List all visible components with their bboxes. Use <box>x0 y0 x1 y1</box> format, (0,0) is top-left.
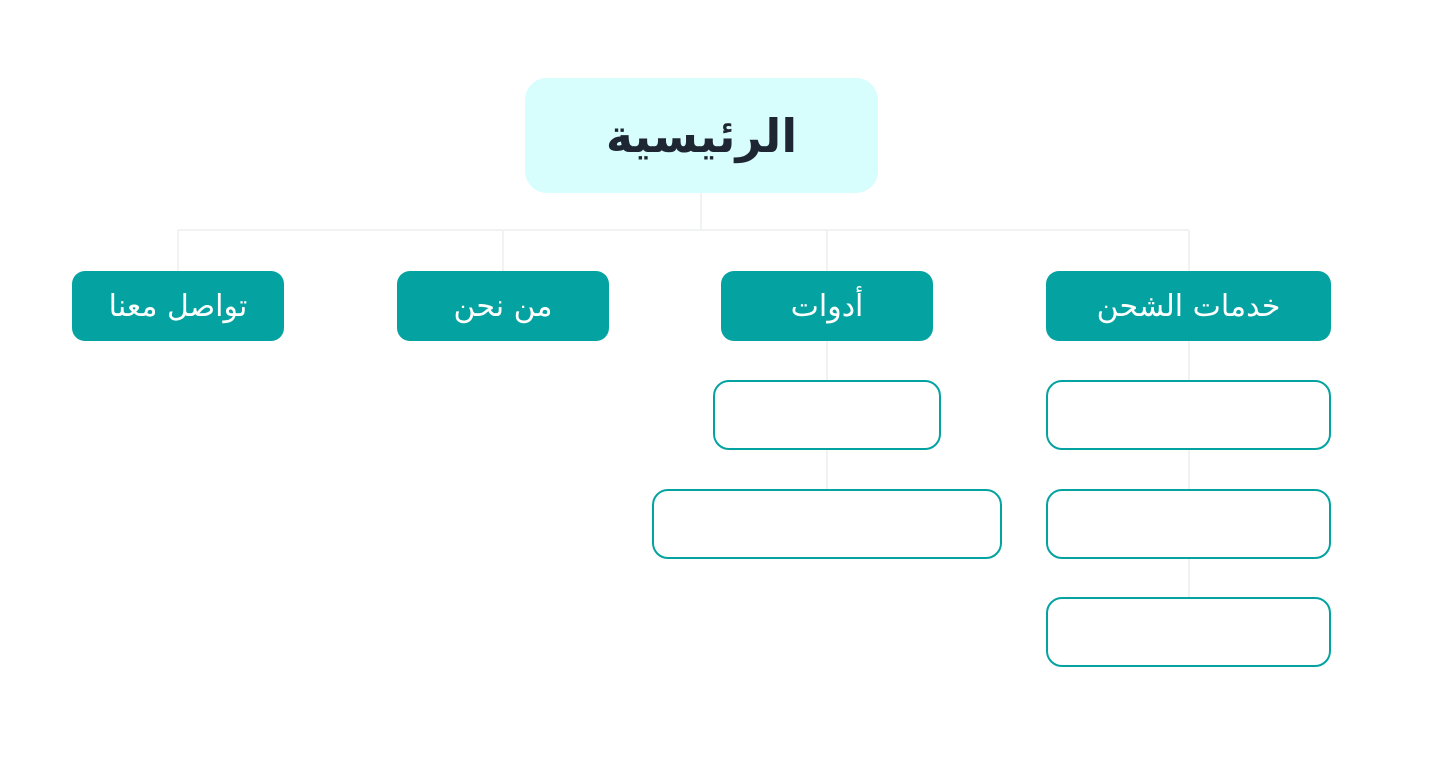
nav-node-about-us-label: من نحن <box>453 288 553 324</box>
sub-node-shipping-2[interactable] <box>1046 489 1331 559</box>
nav-node-tools[interactable]: أدوات <box>721 271 933 341</box>
sub-node-tools-2[interactable] <box>652 489 1002 559</box>
nav-node-shipping-services[interactable]: خدمات الشحن <box>1046 271 1331 341</box>
nav-node-contact-us-label: تواصل معنا <box>108 288 248 324</box>
root-node-label: الرئيسية <box>605 108 798 163</box>
nav-node-shipping-services-label: خدمات الشحن <box>1096 288 1281 324</box>
sub-node-shipping-1[interactable] <box>1046 380 1331 450</box>
nav-node-about-us[interactable]: من نحن <box>397 271 609 341</box>
nav-node-tools-label: أدوات <box>790 288 864 324</box>
nav-node-contact-us[interactable]: تواصل معنا <box>72 271 284 341</box>
sub-node-tools-1[interactable] <box>713 380 941 450</box>
sub-node-shipping-3[interactable] <box>1046 597 1331 667</box>
root-node-home[interactable]: الرئيسية <box>525 78 878 193</box>
